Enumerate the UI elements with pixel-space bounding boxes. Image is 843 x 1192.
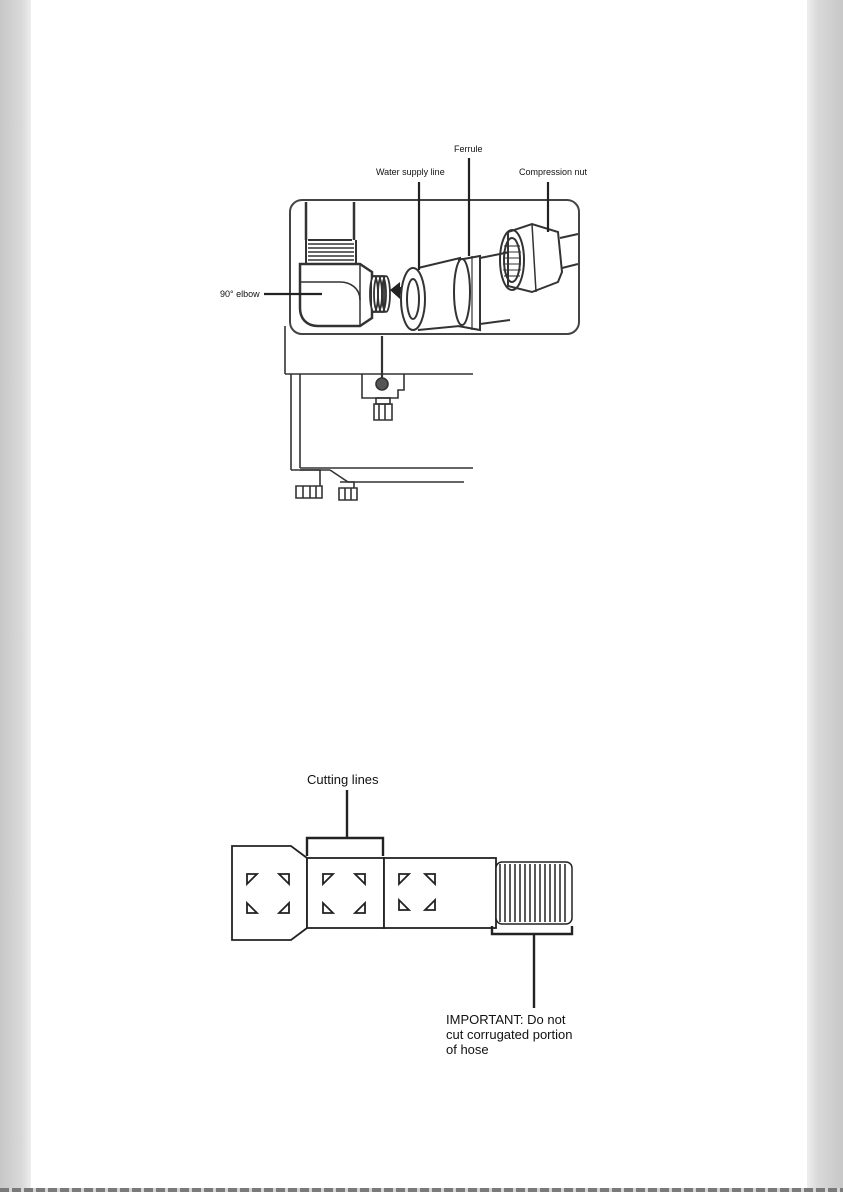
corrugated-warning-bracket [492,926,572,1008]
water-supply-line-label: Water supply line [376,167,445,177]
hose-segments [307,858,496,928]
compression-nut-label: Compression nut [519,167,588,177]
important-warning-line1: IMPORTANT: Do not [446,1012,566,1027]
ferrule [454,256,480,330]
important-warning-line3: of hose [446,1042,489,1057]
ferrule-label: Ferrule [454,144,483,154]
water-connection-diagram: Ferrule Water supply line Compression nu… [0,0,843,540]
water-supply-tube [401,258,460,330]
compression-nut [500,224,562,292]
cutting-lines-label: Cutting lines [307,772,379,787]
corrugated-hose-portion [496,862,572,924]
hose-end-fitting [232,846,307,940]
important-warning-line2: cut corrugated portion [446,1027,572,1042]
elbow-label: 90° elbow [220,289,260,299]
page-bottom-rule [0,1188,843,1192]
hose-cutting-diagram: Cutting lines IMPORTANT: [0,600,843,1120]
cutting-lines-bracket [307,790,383,856]
refrigerator-base [285,326,473,500]
